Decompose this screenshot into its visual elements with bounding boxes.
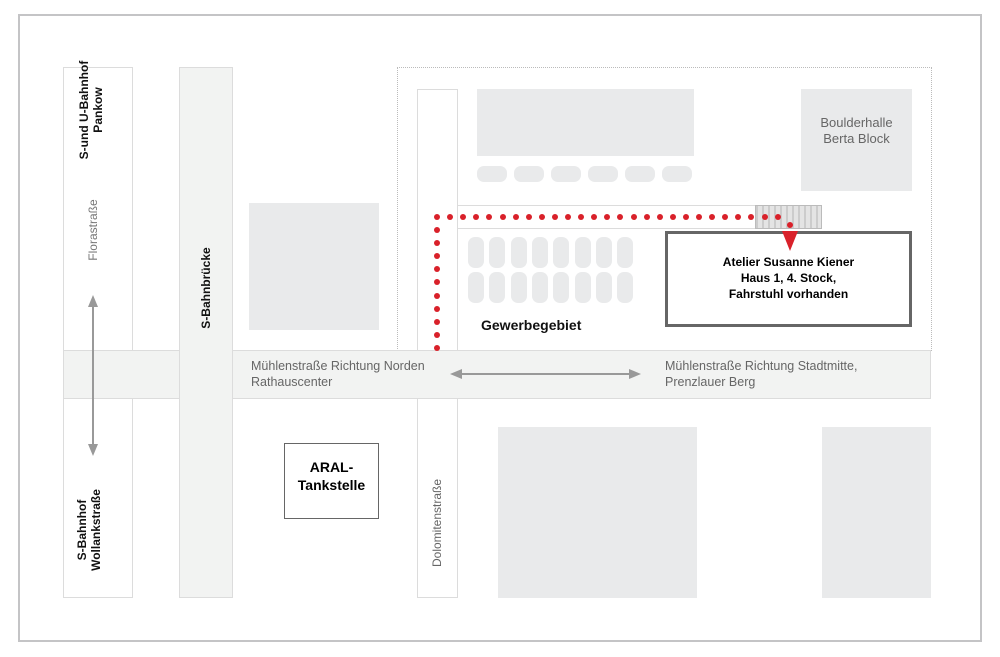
parking-space bbox=[551, 166, 581, 182]
route-dot bbox=[761, 214, 768, 220]
parking-space bbox=[574, 272, 591, 303]
sbahnbruecke-label: S-Bahnbrücke bbox=[199, 247, 213, 329]
double-arrow-horizontal-icon bbox=[450, 369, 641, 379]
parking-space bbox=[595, 272, 612, 303]
route-dot bbox=[434, 227, 440, 233]
parking-space bbox=[625, 166, 655, 182]
muehlenstrasse-west-label: Mühlenstraße Richtung Norden Rathauscent… bbox=[251, 358, 425, 390]
route-dot bbox=[656, 214, 663, 220]
route-dot bbox=[447, 214, 454, 220]
dolomitenstrasse-road bbox=[417, 89, 458, 598]
parking-space bbox=[531, 237, 548, 268]
route-dot bbox=[473, 214, 480, 220]
route-dot bbox=[486, 214, 493, 220]
route-dot bbox=[669, 214, 676, 220]
route-dot bbox=[682, 214, 689, 220]
route-dot bbox=[460, 214, 467, 220]
boulderhalle-label: Boulderhalle Berta Block bbox=[801, 115, 912, 147]
map-frame bbox=[18, 14, 982, 642]
route-dot bbox=[434, 279, 440, 286]
parking-space bbox=[489, 237, 506, 268]
sbahnbruecke-road bbox=[179, 67, 233, 598]
boulderhalle-name-2: Berta Block bbox=[823, 131, 890, 146]
route-dot bbox=[709, 214, 716, 220]
route-dot bbox=[434, 331, 440, 338]
parking-space bbox=[617, 272, 634, 303]
parking-space bbox=[468, 237, 484, 268]
route-dot bbox=[722, 214, 729, 220]
route-dot bbox=[499, 214, 506, 220]
building-block bbox=[822, 427, 931, 598]
route-dot bbox=[512, 214, 519, 220]
building-block bbox=[477, 89, 694, 156]
dolomitenstrasse-label: Dolomitenstraße bbox=[430, 478, 444, 568]
double-arrow-vertical-icon bbox=[88, 295, 98, 456]
route-dot bbox=[787, 222, 793, 228]
station-pankow-label: S-und U-Bahnhof Pankow bbox=[77, 60, 105, 160]
route-dot bbox=[604, 214, 611, 220]
muehlenstrasse-west-line2: Rathauscenter bbox=[251, 375, 333, 389]
parking-space bbox=[662, 166, 692, 182]
muehlenstrasse-west-line1: Mühlenstraße Richtung Norden bbox=[251, 359, 425, 373]
route-dot bbox=[735, 214, 742, 220]
parking-space bbox=[510, 237, 527, 268]
route-dot bbox=[434, 214, 440, 220]
parking-space bbox=[468, 272, 484, 303]
route-dot bbox=[774, 214, 781, 220]
building-block bbox=[498, 427, 697, 598]
florastrasse-road bbox=[63, 67, 133, 598]
destination-marker-icon bbox=[782, 231, 798, 251]
parking-space bbox=[595, 237, 612, 268]
building-block bbox=[249, 203, 379, 330]
station-wollankstrasse-label: S-Bahnhof Wollankstraße bbox=[75, 489, 103, 571]
route-dot bbox=[578, 214, 585, 220]
muehlenstrasse-east-line1: Mühlenstraße Richtung Stadtmitte, bbox=[665, 359, 858, 373]
route-dot bbox=[617, 214, 624, 220]
parking-space bbox=[617, 237, 634, 268]
parking-space bbox=[489, 272, 506, 303]
route-dot bbox=[538, 214, 545, 220]
florastrasse-label: Florastraße bbox=[86, 199, 100, 261]
atelier-elevator: Fahrstuhl vorhanden bbox=[728, 287, 849, 301]
atelier-name: Atelier Susanne Kiener bbox=[722, 255, 855, 269]
atelier-floor: Haus 1, 4. Stock, bbox=[740, 271, 837, 285]
parking-space bbox=[514, 166, 544, 182]
parking-space bbox=[553, 237, 570, 268]
parking-space bbox=[510, 272, 527, 303]
route-dot bbox=[434, 253, 440, 260]
route-dot bbox=[434, 318, 440, 325]
muehlenstrasse-east-line2: Prenzlauer Berg bbox=[665, 375, 756, 389]
route-dot bbox=[434, 240, 440, 247]
route-dot bbox=[434, 266, 440, 273]
route-dot bbox=[551, 214, 558, 220]
aral-box[interactable]: ARAL-Tankstelle bbox=[284, 443, 379, 519]
parking-space bbox=[477, 166, 507, 182]
route-dot bbox=[643, 214, 650, 220]
route-dot bbox=[748, 214, 755, 220]
parking-space bbox=[588, 166, 618, 182]
route-dot bbox=[434, 344, 440, 351]
parking-space bbox=[531, 272, 548, 303]
parking-space bbox=[574, 237, 591, 268]
parking-space bbox=[553, 272, 570, 303]
boulderhalle-building bbox=[801, 89, 912, 191]
boulderhalle-name: Boulderhalle bbox=[820, 115, 893, 130]
route-dot bbox=[591, 214, 598, 220]
route-dot bbox=[434, 305, 440, 312]
route-dot bbox=[630, 214, 637, 220]
gewerbegebiet-label: Gewerbegebiet bbox=[481, 317, 582, 333]
route-dot bbox=[565, 214, 571, 220]
aral-label: ARAL-Tankstelle bbox=[297, 459, 366, 493]
route-dot bbox=[696, 214, 702, 220]
route-dot bbox=[525, 214, 532, 220]
route-dot bbox=[434, 292, 440, 299]
muehlenstrasse-east-label: Mühlenstraße Richtung Stadtmitte, Prenzl… bbox=[665, 358, 857, 390]
